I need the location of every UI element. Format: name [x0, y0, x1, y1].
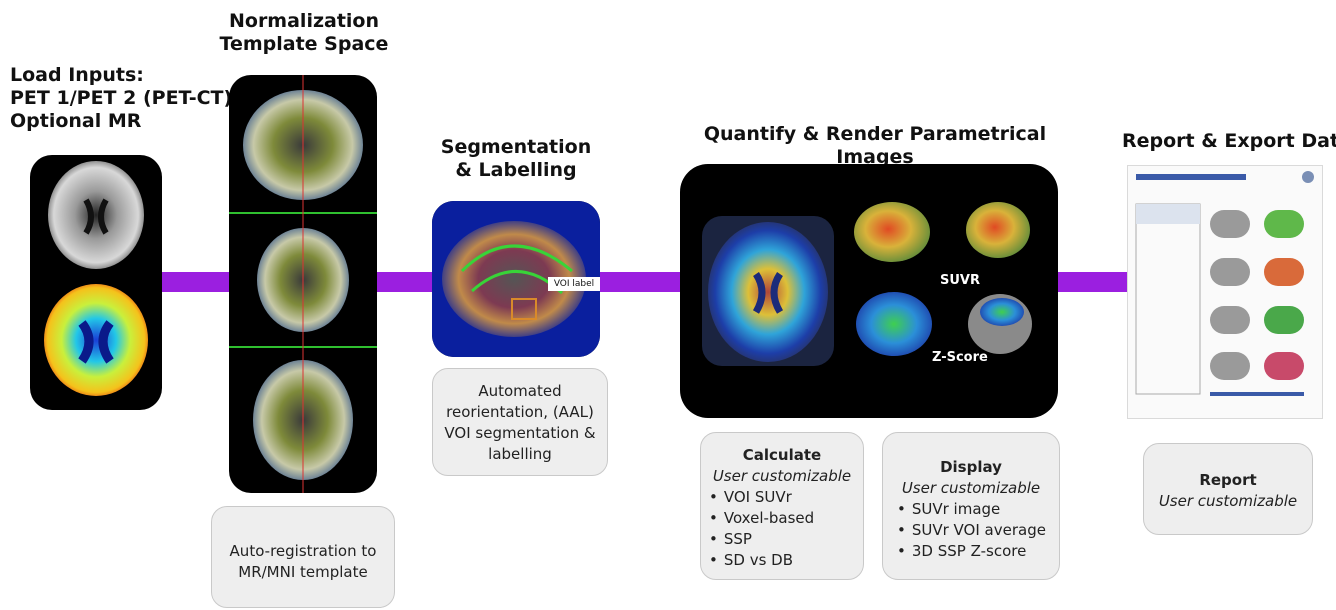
normalization-title: Normalization Template Space — [216, 10, 392, 56]
load-inputs-line-3: Optional MR — [10, 110, 142, 132]
display-heading: Display — [940, 458, 1002, 476]
calculate-heading: Calculate — [742, 446, 822, 464]
segmentation-line-1: Segmentation — [440, 136, 592, 158]
calculate-item: SD vs DB — [709, 550, 863, 571]
normalization-note: Auto-registration to MR/MNI template — [211, 506, 395, 608]
report-subheading: User customizable — [1158, 492, 1298, 510]
report-table — [1135, 203, 1201, 395]
segmentation-title: Segmentation & Labelling — [430, 136, 602, 182]
axial-pet-ventricles — [752, 272, 784, 314]
calculate-item: VOI SUVr — [709, 487, 863, 508]
calculate-note: Calculate User customizable VOI SUVr Vox… — [700, 432, 864, 580]
segmentation-line-2: & Labelling — [455, 159, 577, 181]
report-colorbar — [1210, 392, 1304, 396]
calculate-subheading: User customizable — [712, 467, 852, 485]
voi-label: VOI label — [553, 279, 595, 289]
normalization-panel — [229, 75, 377, 493]
zscore-label: Z-Score — [932, 350, 988, 365]
calculate-item: SSP — [709, 529, 863, 550]
report-document-preview — [1135, 171, 1314, 396]
report-brain-color-4 — [1264, 352, 1304, 380]
display-note: Display User customizable SUVr image SUV… — [882, 432, 1060, 580]
load-inputs-title: Load Inputs: PET 1/PET 2 (PET-CT) Option… — [10, 64, 232, 133]
mr-ventricles — [83, 198, 109, 235]
suvr-lateral-brain — [854, 202, 930, 262]
suvr-medial-brain — [966, 202, 1030, 258]
report-brain-grey-1 — [1210, 210, 1250, 238]
pet-ventricles — [78, 320, 114, 364]
report-note: Report User customizable — [1143, 443, 1313, 535]
report-title: Report & Export Data — [1122, 130, 1336, 152]
segmentation-note-line-3: VOI segmentation & — [444, 424, 596, 442]
voi-box — [511, 298, 537, 320]
normalization-line-1: Normalization — [228, 10, 380, 32]
report-logo — [1302, 171, 1314, 183]
normalization-line-2: Template Space — [219, 33, 389, 55]
parametric-images — [702, 202, 1032, 366]
segmentation-note-line-2: reorientation, (AAL) — [446, 403, 594, 421]
report-brain-grey-3 — [1210, 306, 1250, 334]
display-item: 3D SSP Z-score — [897, 541, 1059, 562]
report-brain-color-2 — [1264, 258, 1304, 286]
segmentation-panel — [432, 201, 600, 357]
report-table-header — [1136, 204, 1200, 224]
zscore-medial-activity — [980, 298, 1024, 326]
report-brain-color-1 — [1264, 210, 1304, 238]
report-document — [1127, 165, 1323, 419]
display-list: SUVr image SUVr VOI average 3D SSP Z-sco… — [897, 499, 1059, 562]
input-brain-images — [44, 161, 148, 396]
report-brain-grey-4 — [1210, 352, 1250, 380]
axial-pet-slice — [708, 222, 828, 362]
load-inputs-panel — [30, 155, 162, 410]
calculate-item: Voxel-based — [709, 508, 863, 529]
quantify-panel — [680, 164, 1058, 418]
template-brain-images — [229, 75, 377, 493]
display-subheading: User customizable — [901, 479, 1041, 497]
display-item: SUVr image — [897, 499, 1059, 520]
load-inputs-line-1: Load Inputs: — [10, 64, 144, 86]
display-item: SUVr VOI average — [897, 520, 1059, 541]
report-header-bar — [1136, 174, 1246, 180]
suvr-label: SUVR — [940, 273, 980, 288]
load-inputs-line-2: PET 1/PET 2 (PET-CT) — [10, 87, 233, 109]
segmentation-note: Automated reorientation, (AAL) VOI segme… — [432, 368, 608, 476]
quantify-title: Quantify & Render Parametrical Images — [703, 123, 1047, 168]
segmentation-note-line-1: Automated — [478, 382, 562, 400]
segmentation-brain-image — [432, 201, 600, 357]
normalization-note-line-2: MR/MNI template — [238, 563, 368, 581]
normalization-note-line-1: Auto-registration to — [229, 542, 377, 560]
mr-axial-slice — [48, 161, 144, 269]
report-heading: Report — [1199, 471, 1257, 489]
pet-axial-slice — [44, 284, 148, 396]
segmentation-sagittal — [442, 221, 586, 337]
report-brain-color-3 — [1264, 306, 1304, 334]
segmentation-note-line-4: labelling — [488, 445, 552, 463]
calculate-list: VOI SUVr Voxel-based SSP SD vs DB — [709, 487, 863, 571]
voi-label-box — [548, 277, 600, 291]
zscore-lateral-brain — [856, 292, 932, 356]
report-brain-grey-2 — [1210, 258, 1250, 286]
